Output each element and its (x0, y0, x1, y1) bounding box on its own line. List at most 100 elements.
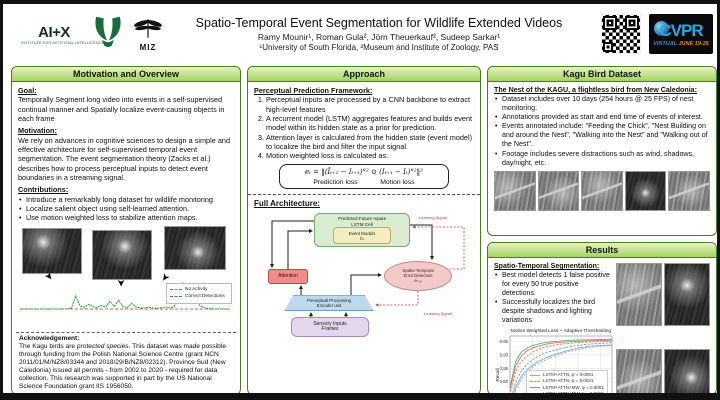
activity-signal-chart (20, 281, 230, 310)
title-block: Spatio-Temporal Event Segmentation for W… (163, 16, 601, 52)
contribution-item: Use motion weighted loss to stabilize at… (18, 213, 234, 223)
no-activity-line-sample (170, 289, 182, 291)
motivation-section-header: Motivation and Overview (12, 67, 240, 82)
approach-section-header: Approach (248, 67, 480, 82)
architecture-arrows: Learning Signal Learning Signal (270, 215, 465, 318)
cvpr-logo: CVPR VIRTUAL JUNE 19-25 (649, 14, 713, 54)
results-section: Results Spatio-Temporal Segmentation: Be… (487, 242, 717, 393)
aix-logo-text: AI+X (38, 23, 70, 41)
recall-legend-entry: LSTM+ATTN+MW, φ = 0.0001 (530, 385, 604, 391)
full-architecture-label: Full Architecture: (254, 199, 320, 209)
attention-figure: ➤ ➤ ➤ No Activity Correct Detections (18, 225, 234, 312)
signal-legend: No Activity Correct Detections (166, 282, 232, 304)
learning-signal-label: Learning Signal (424, 311, 452, 316)
attention-map-thumbnail (22, 227, 82, 274)
framework-step: Attention layer is calculated from the h… (266, 133, 474, 152)
svg-text:0.95: 0.95 (500, 339, 509, 344)
svg-text:0.90: 0.90 (500, 352, 509, 357)
recall-legend-entry: LSTM+ATTN, φ = 0.0021 (530, 378, 604, 384)
contributions-list: Introduce a remarkably long dataset for … (18, 195, 234, 223)
prediction-loss-label: Prediction loss (313, 178, 358, 186)
usf-bull-icon (91, 15, 125, 54)
contribution-item: Localize salient object using self-learn… (18, 204, 234, 214)
approach-section: Approach Perceptual Prediction Framework… (247, 66, 481, 393)
dataset-bullet: Events annotated include: "Feeding the C… (494, 122, 710, 149)
dataset-frame-thumbnail (624, 170, 667, 211)
acknowledgement-label: Acknowledgement: (19, 334, 80, 342)
loss-equation-box: eₜ = ‖(Îₜ₊₁ − Iₜ₊₁)°² ⊙ (Iₜ₊₁ − Iₜ)°²‖² … (279, 163, 449, 190)
poster-authors: Ramy Mounir¹, Roman Gula², Jörn Theuerka… (257, 32, 501, 42)
dataset-frame-thumbnail (494, 170, 536, 211)
dataset-frame-thumbnail (581, 170, 623, 211)
architecture-diagram: Learning Signal Learning Signal Predicte… (256, 211, 472, 339)
dataset-bullets: Dataset includes over 10 days (254 hours… (494, 95, 710, 168)
dataset-heading: The Nest of the KAGU, a flightless bird … (494, 86, 697, 94)
acknowledgement: Acknowledgement: The Kagu birds are prot… (16, 331, 236, 392)
svg-text:0.80: 0.80 (500, 379, 509, 384)
motion-loss-label: Motion loss (380, 178, 415, 186)
section-divider (248, 194, 480, 196)
correct-detections-line-sample (170, 296, 182, 298)
poster-header: AI+X INSTITUTE FOR ARTIFICIAL INTELLIGEN… (7, 8, 713, 60)
dataset-bullet: Dataset includes over 10 days (254 hours… (494, 95, 710, 113)
learning-signal-label: Learning Signal (419, 215, 447, 220)
recall-legend-entry: LSTM+ATTN+MW, φ = 0.0021 (530, 391, 604, 393)
acknowledgement-text: The Kagu birds are protected species. Th… (19, 342, 226, 390)
dataset-bullet: Footage includes severe distractions suc… (494, 150, 710, 168)
framework-steps: Perceptual inputs are processed by a CNN… (266, 95, 474, 160)
dataset-image-row (494, 170, 710, 211)
cvpr-logo-subtext: VIRTUAL JUNE 19-25 (653, 41, 708, 47)
cvpr-dates: JUNE 19-25 (678, 40, 709, 47)
cvpr-logo-text: CVPR (659, 20, 703, 40)
loss-equation: eₜ = ‖(Îₜ₊₁ − Iₜ₊₁)°² ⊙ (Iₜ₊₁ − Iₜ)°²‖² (305, 167, 423, 176)
result-frame-thumbnail (616, 263, 662, 326)
aix-logo: AI+X INSTITUTE FOR ARTIFICIAL INTELLIGEN… (21, 23, 105, 45)
results-section-header: Results (488, 243, 716, 258)
contribution-item: Introduce a remarkably long dataset for … (18, 195, 234, 205)
svg-text:0.75: 0.75 (500, 392, 509, 393)
goal-text: Temporally Segment long video into event… (18, 95, 225, 123)
result-frame-thumbnail (616, 349, 662, 393)
result-attention-thumbnail (664, 349, 710, 393)
svg-text:Recall: Recall (495, 368, 501, 381)
motivation-section: Motivation and Overview Goal: Temporally… (11, 66, 241, 393)
motivation-text: We rely on advances in cognitive science… (18, 135, 230, 182)
framework-step: Motion weighted loss is calculated as: (266, 151, 474, 160)
framework-label: Perceptual Prediction Framework: (254, 86, 373, 95)
poster-affiliations: ¹University of South Florida, ²Museum an… (259, 43, 499, 52)
result-attention-thumbnail (664, 263, 710, 326)
aix-logo-subtext: INSTITUTE FOR ARTIFICIAL INTELLIGENCE (21, 40, 105, 45)
attention-node: Attention (268, 269, 308, 285)
miz-logo-text: MIZ (139, 43, 157, 52)
poster: AI+X INSTITUTE FOR ARTIFICIAL INTELLIGEN… (3, 4, 717, 393)
dataset-frame-thumbnail (668, 170, 710, 211)
recall-plot: 0.700.750.800.850.900.950.00.20.40.60.8M… (494, 326, 614, 393)
attention-map-thumbnail (164, 225, 226, 270)
results-bullet: Successfully localizes the bird despite … (494, 299, 612, 326)
goal-label: Goal: (18, 86, 37, 95)
svg-text:0.85: 0.85 (500, 365, 509, 370)
recall-legend-entry: LSTM+ATTN, φ = 0.0001 (530, 372, 604, 378)
motivation-label: Motivation: (18, 126, 57, 136)
dataset-frame-thumbnail (537, 170, 580, 211)
results-bullet: Best model detects 1 false positive for … (494, 272, 612, 299)
results-bullets: Best model detects 1 false positive for … (494, 272, 612, 326)
results-heading: Spatio-Temporal Segmentation: (494, 263, 600, 270)
results-image-grid (616, 263, 710, 393)
dragonfly-icon (134, 19, 162, 38)
miz-logo: MIZ (133, 16, 163, 52)
svg-text:Motion Weighted Loss + Adaptiv: Motion Weighted Loss + Adaptive Threshol… (511, 328, 612, 334)
attention-map-thumbnail (92, 229, 152, 280)
cvpr-virtual: VIRTUAL (653, 40, 677, 47)
qr-code (601, 14, 641, 54)
dataset-section-header: Kagu Bird Dataset (488, 67, 716, 82)
framework-step: A recurrent model (LSTM) aggregates feat… (266, 114, 474, 133)
framework-step: Perceptual inputs are processed by a CNN… (266, 95, 474, 114)
